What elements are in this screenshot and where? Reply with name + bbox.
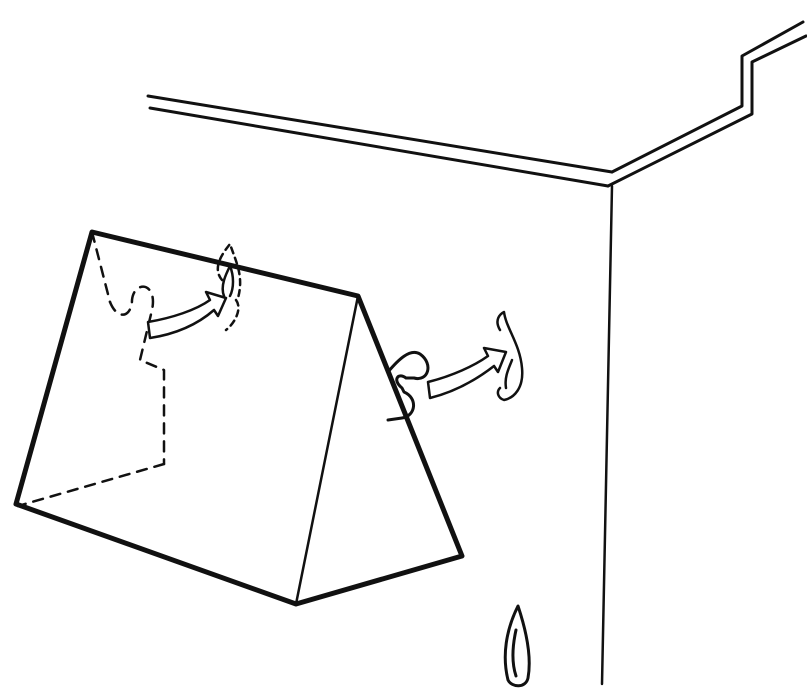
prism-front-outline (13, 229, 465, 607)
flame-right-inner (504, 358, 514, 390)
droplet-icon (503, 604, 531, 688)
triangular-prism (13, 229, 465, 607)
arrow-right-shaft (426, 346, 508, 400)
flame-left-inner (221, 264, 235, 298)
room-corner (146, 20, 807, 686)
prism-notch (370, 330, 430, 422)
droplet-outline (503, 604, 531, 688)
ceiling-edge-right-outer (610, 20, 805, 174)
prism-hidden-edge-notch (108, 285, 166, 466)
ceiling-edge-left-outer (146, 94, 614, 174)
arrow-left-shaft (146, 290, 228, 340)
flame-arrow-left (146, 242, 242, 340)
ceiling-edge-left-inner (148, 106, 610, 188)
flame-left-shape (216, 242, 242, 332)
flame-arrow-right (426, 310, 524, 402)
flame-right-shape (496, 310, 524, 402)
prism-hidden-edge-base (16, 462, 166, 508)
prism-hidden-edge-vertical (90, 230, 112, 304)
ceiling-edge-right-inner (606, 34, 807, 188)
prism-front-edge (294, 294, 360, 606)
wall-corner-vertical (600, 184, 614, 686)
droplet-highlight (511, 628, 518, 678)
